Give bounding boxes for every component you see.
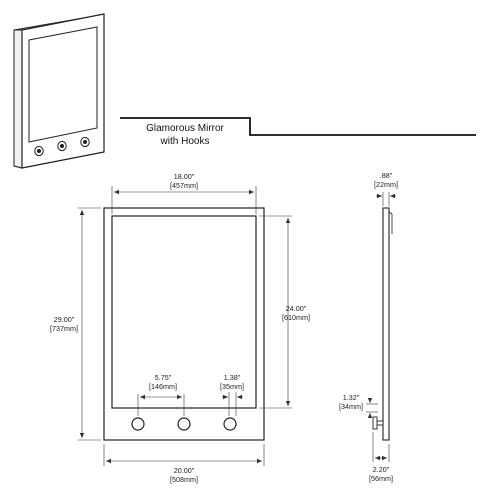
title-line-2: with Hooks: [160, 136, 210, 147]
dim-mirror-height-in: 24.00": [286, 304, 307, 313]
dim-hook-spacing-in: 5.75": [155, 373, 172, 382]
dim-frame-depth: [376, 192, 396, 206]
dim-mirror-width-in: 18.00": [174, 172, 195, 181]
title-block: Glamorous Mirror with Hooks: [120, 117, 476, 147]
dim-overall-width-in: 20.00": [174, 466, 195, 475]
dim-mirror-width: [111, 186, 257, 214]
side-hook-profile: [372, 416, 384, 430]
dim-frame-depth-mm: [22mm]: [374, 180, 398, 189]
front-view: [103, 207, 265, 441]
side-frame-profile: [382, 207, 390, 441]
dim-mirror-height-mm: [610mm]: [282, 313, 310, 322]
dim-overall-width: [103, 444, 265, 466]
dim-overall-height-mm: [737mm]: [50, 324, 78, 333]
dim-mirror-width-mm: [457mm]: [170, 181, 198, 190]
dim-hook-projection: [372, 432, 390, 462]
front-hook-left: [131, 417, 145, 431]
dim-hook-projection-mm: [56mm]: [369, 474, 393, 483]
dim-hook-edge-gap-in: 1.38": [224, 373, 241, 382]
title-line-1: Glamorous Mirror: [146, 123, 224, 134]
front-mirror-glass: [111, 215, 257, 409]
dim-overall-height: [78, 207, 101, 441]
mirror-perspective-thumbnail: [13, 13, 105, 169]
dim-frame-depth-in: .88": [380, 171, 393, 180]
dim-hook-edge-gap-mm: [35mm]: [220, 382, 244, 391]
side-view: [372, 207, 393, 441]
dim-hook-height-in: 1.32": [343, 393, 360, 402]
dim-hook-edge-gap: [222, 392, 243, 416]
dim-hook-spacing: [137, 394, 185, 416]
thumbnail-hook-left: [34, 145, 44, 157]
thumbnail-hook-right: [80, 136, 90, 148]
dim-hook-height: [366, 398, 378, 418]
dim-mirror-height: [259, 215, 292, 409]
dim-overall-height-in: 29.00": [54, 315, 75, 324]
dim-hook-height-mm: [34mm]: [339, 402, 363, 411]
thumbnail-hook-middle: [57, 140, 67, 152]
dim-overall-width-mm: [508mm]: [170, 475, 198, 484]
dim-hook-projection-in: 2.20": [373, 465, 390, 474]
dim-hook-spacing-mm: [146mm]: [149, 382, 177, 391]
front-hook-middle: [177, 417, 191, 431]
front-hook-right: [223, 417, 237, 431]
